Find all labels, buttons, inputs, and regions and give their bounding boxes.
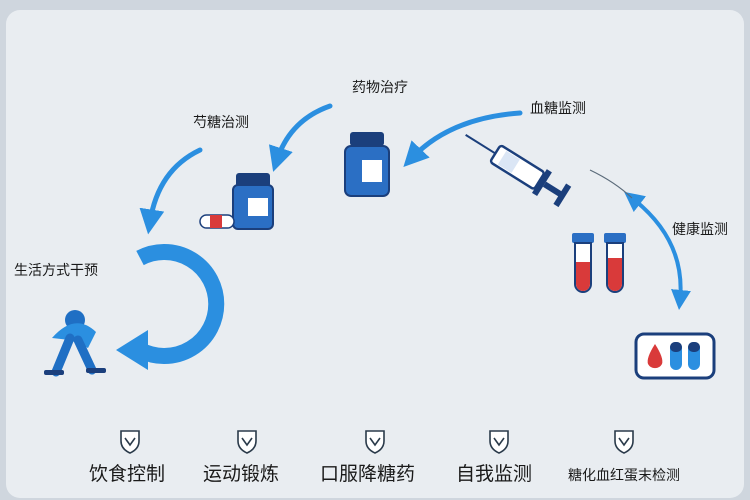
lifestyle-loop-arrow	[136, 244, 225, 364]
arrow-health-double	[624, 191, 691, 310]
shield-check-icon	[120, 430, 140, 454]
shield-check-icon	[614, 430, 634, 454]
arrow-monitoring-to-lifestyle	[139, 147, 203, 235]
pill-bottle-icon	[199, 173, 274, 230]
bottom-label-diet: 饮食控制	[89, 463, 166, 485]
label-lifestyle: 生活方式干预	[14, 263, 98, 279]
arrow-bloodsugar-to-medication	[403, 110, 523, 168]
arrow-health-thin	[589, 169, 633, 199]
label-medication: 药物治疗	[352, 80, 408, 96]
medicine-jar-icon	[344, 132, 390, 197]
label-monitoring: 芍糖治测	[193, 115, 249, 131]
glucose-meter-icon	[634, 332, 716, 380]
bottom-label-hba1c-test: 糖化血红蛋末检测	[568, 468, 680, 484]
lifestyle-loop-arrowhead	[116, 330, 148, 370]
bottom-label-exercise: 运动锻炼	[203, 463, 280, 485]
bottom-label-self-monitoring: 自我监测	[456, 463, 533, 485]
shield-check-icon	[365, 430, 385, 454]
shield-check-icon	[237, 430, 257, 454]
label-health: 健康监测	[672, 222, 728, 238]
arrow-medication-to-monitoring	[268, 103, 333, 172]
syringe-icon	[465, 134, 572, 208]
shield-check-icon	[489, 430, 509, 454]
test-tube-icon	[572, 233, 626, 293]
label-blood-sugar: 血糖监测	[530, 101, 586, 117]
walking-person-icon	[44, 310, 106, 377]
bottom-label-oral-medication: 口服降糖药	[320, 463, 416, 485]
